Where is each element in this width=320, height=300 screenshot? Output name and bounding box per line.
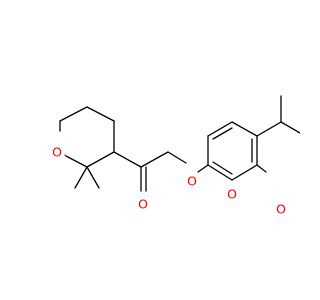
atom-label-oxygen: O — [227, 187, 237, 202]
bond — [140, 151, 169, 168]
bond — [197, 164, 209, 173]
bond — [231, 121, 258, 137]
molecule-canvas: O O O O O — [52, 95, 300, 217]
atom-label-oxygen: O — [52, 145, 62, 160]
structure-drawing: O O O O O — [52, 95, 300, 217]
bond — [86, 166, 100, 189]
atom-label-oxygen: O — [138, 197, 148, 212]
bond — [212, 127, 233, 140]
bond — [231, 164, 258, 181]
bond — [256, 121, 282, 137]
bond — [256, 164, 267, 173]
bond — [86, 106, 115, 122]
bond — [64, 154, 67, 157]
atom-label-oxygen: O — [187, 174, 197, 189]
bond — [207, 164, 233, 181]
bond — [207, 121, 233, 137]
bond — [74, 166, 88, 189]
bond — [86, 151, 115, 168]
bond — [212, 161, 233, 175]
atom-label-oxygen: O — [276, 202, 286, 217]
bond — [280, 121, 300, 134]
bond — [59, 106, 88, 122]
bond — [113, 151, 142, 168]
bond — [65, 155, 88, 168]
bond — [167, 151, 187, 164]
